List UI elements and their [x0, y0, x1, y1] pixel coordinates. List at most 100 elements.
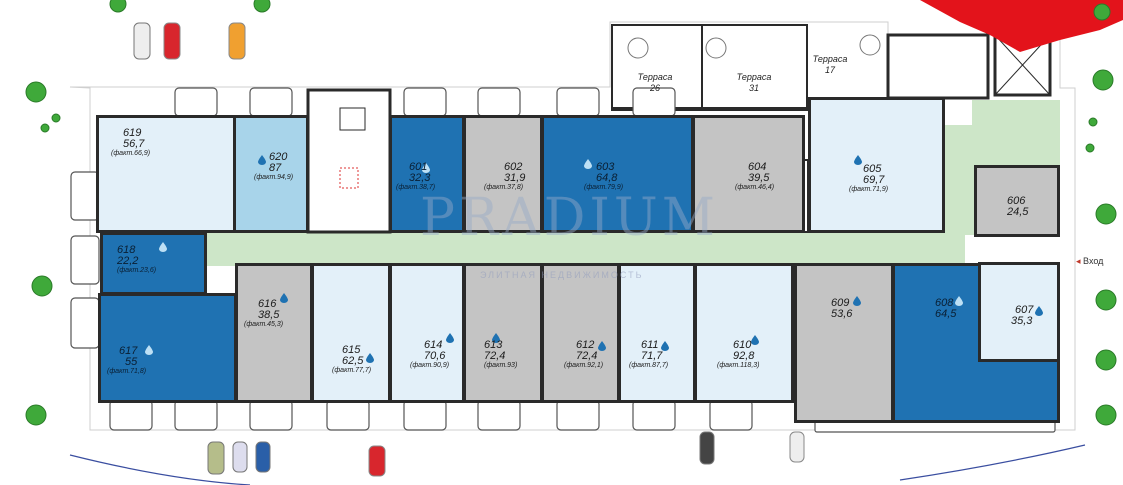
water-drop-icon	[422, 160, 430, 173]
water-drop-icon	[955, 293, 963, 306]
unit-actual-area: (факт.118,3)	[717, 362, 760, 369]
unit-actual-area: (факт.38,7)	[396, 184, 436, 191]
unit-area: 72,4	[484, 350, 506, 362]
water-drop-icon	[854, 152, 862, 165]
unit-area: 62,5	[342, 355, 364, 367]
unit-number: 613	[484, 339, 503, 351]
water-drop-icon	[853, 293, 861, 306]
entrance-label: Вход	[1083, 256, 1104, 266]
trees	[25, 0, 1117, 426]
unit-area: 69,7	[863, 174, 885, 186]
unit-604[interactable]: 604 39,5 (факт.46,4)	[692, 115, 805, 233]
terrace-area: 31	[748, 83, 759, 93]
unit-area: 53,6	[831, 308, 853, 320]
unit-area: 35,3	[1011, 315, 1033, 327]
unit-number: 619	[123, 127, 142, 139]
unit-number: 607	[1015, 304, 1034, 316]
unit-area: 92,8	[733, 350, 755, 362]
entrance-marker: ◂ Вход	[1076, 256, 1103, 267]
water-drop-icon	[280, 290, 288, 303]
unit-606[interactable]: 606 24,5	[974, 165, 1060, 237]
unit-area: 38,5	[258, 309, 280, 321]
unit-number: 604	[748, 161, 767, 173]
unit-actual-area: (факт.93)	[484, 362, 518, 369]
terrace-label: Терраса	[637, 72, 673, 82]
unit-617[interactable]: 617 55 (факт.71,8)	[98, 293, 237, 403]
unit-actual-area: (факт.45,3)	[244, 321, 284, 328]
unit-620[interactable]: 620 87 (факт.94,9)	[233, 115, 309, 233]
water-drop-icon	[145, 342, 153, 355]
unit-actual-area: (факт.46,4)	[735, 184, 775, 191]
unit-actual-area: (факт.23,6)	[117, 267, 157, 274]
water-drop-icon	[1035, 303, 1043, 316]
unit-618[interactable]: 618 22,2 (факт.23,6)	[100, 232, 207, 295]
water-drop-icon	[492, 330, 500, 343]
terrace-26: Терраса 26	[625, 72, 685, 94]
water-drop-icon	[446, 330, 454, 343]
unit-number: 615	[342, 344, 361, 356]
unit-area: 70,6	[424, 350, 446, 362]
unit-619[interactable]: 619 56,7 (факт.66,9)	[96, 115, 236, 233]
unit-607[interactable]: 607 35,3	[978, 262, 1060, 362]
unit-number: 609	[831, 297, 850, 309]
unit-actual-area: (факт.66,9)	[111, 150, 151, 157]
unit-number: 614	[424, 339, 443, 351]
unit-603[interactable]: 603 64,8 (факт.79,9)	[541, 115, 694, 233]
unit-area: 87	[269, 162, 282, 174]
unit-area: 22,2	[117, 255, 139, 267]
unit-number: 606	[1007, 195, 1026, 207]
water-drop-icon	[661, 338, 669, 351]
unit-actual-area: (факт.79,9)	[584, 184, 624, 191]
unit-616[interactable]: 616 38,5 (факт.45,3)	[235, 263, 313, 403]
promo-badge	[920, 0, 1123, 52]
unit-602[interactable]: 602 31,9 (факт.37,8)	[463, 115, 543, 233]
unit-actual-area: (факт.92,1)	[564, 362, 604, 369]
unit-area: 64,8	[596, 172, 618, 184]
unit-number: 608	[935, 297, 954, 309]
unit-615[interactable]: 615 62,5 (факт.77,7)	[311, 263, 391, 403]
unit-number: 610	[733, 339, 752, 351]
unit-actual-area: (факт.71,9)	[849, 186, 889, 193]
watermark-tagline: ЭЛИТНАЯ НЕДВИЖИМОСТЬ	[480, 270, 644, 280]
unit-area: 31,9	[504, 172, 526, 184]
unit-actual-area: (факт.77,7)	[332, 367, 372, 374]
terrace-area: 17	[824, 65, 835, 75]
watermark-brand: PRADIUM	[420, 188, 719, 248]
entrance-arrow-icon: ◂	[1076, 256, 1081, 266]
unit-actual-area: (факт.37,8)	[484, 184, 524, 191]
unit-area: 32,3	[409, 172, 431, 184]
water-drop-icon	[751, 332, 759, 345]
unit-area: 55	[125, 356, 138, 368]
unit-612[interactable]: 612 72,4 (факт.92,1)	[541, 263, 620, 403]
unit-actual-area: (факт.94,9)	[254, 174, 294, 181]
terrace-31: Терраса 31	[724, 72, 784, 94]
unit-number: 611	[641, 339, 659, 351]
unit-actual-area: (факт.71,8)	[107, 368, 147, 375]
terrace-label: Терраса	[812, 54, 848, 64]
unit-number: 603	[596, 161, 615, 173]
unit-605[interactable]: 605 69,7 (факт.71,9)	[808, 97, 945, 233]
water-drop-icon	[598, 338, 606, 351]
terrace-label: Терраса	[736, 72, 772, 82]
parked-cars	[133, 22, 805, 477]
unit-number: 620	[269, 151, 288, 163]
unit-610[interactable]: 610 92,8 (факт.118,3)	[694, 263, 794, 403]
unit-area: 64,5	[935, 308, 957, 320]
unit-actual-area: (факт.90,9)	[410, 362, 450, 369]
unit-area: 72,4	[576, 350, 598, 362]
unit-613[interactable]: 613 72,4 (факт.93)	[463, 263, 543, 403]
unit-area: 71,7	[641, 350, 663, 362]
unit-611[interactable]: 611 71,7 (факт.87,7)	[618, 263, 696, 403]
unit-area: 39,5	[748, 172, 770, 184]
unit-609[interactable]: 609 53,6	[794, 263, 894, 423]
terrace-area: 26	[649, 83, 660, 93]
unit-number: 616	[258, 298, 277, 310]
unit-number: 605	[863, 163, 882, 175]
water-drop-icon	[366, 350, 374, 363]
unit-614[interactable]: 614 70,6 (факт.90,9)	[389, 263, 465, 403]
unit-actual-area: (факт.87,7)	[629, 362, 669, 369]
unit-number: 618	[117, 244, 136, 256]
water-drop-icon	[159, 239, 167, 252]
unit-number: 617	[119, 345, 138, 357]
unit-number: 602	[504, 161, 523, 173]
